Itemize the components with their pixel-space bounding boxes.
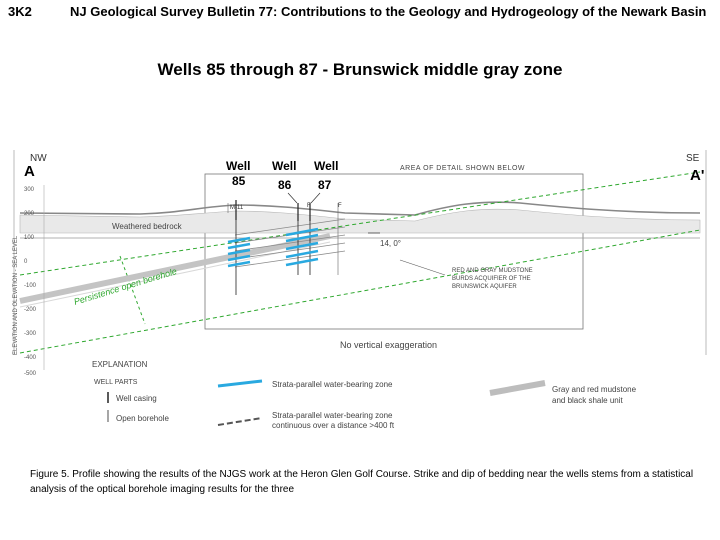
legend-gray-unit-label: Gray and red mudstone [552,385,637,394]
well-85-word: Well [226,159,250,173]
persistence-line-lower [19,229,701,354]
well-87-word: Well [314,159,338,173]
gray-unit-band [19,233,331,304]
well-code: F [338,203,342,209]
right-direction: SE [686,153,700,164]
cross-section-figure: NW A SE A' Well 85 Well 86 Well 87 M-11 … [13,150,707,430]
bedding-line [234,218,346,236]
borehole-label: Open borehole [116,414,169,423]
ground-surface [19,201,701,216]
y-tick: -100 [24,283,37,289]
figure-caption: Figure 5. Profile showing the results of… [30,469,694,495]
water-zones-86-87 [285,227,319,267]
weathered-bedrock-band [19,208,701,234]
well-parts-label: WELL PARTS [94,379,138,386]
detail-area-box [204,173,584,330]
y-tick: -300 [24,331,37,337]
dip-label: 14, 0° [380,239,401,248]
exaggeration-note: No vertical exaggeration [340,340,437,350]
leader-line [287,192,298,204]
y-tick: 0 [24,259,28,265]
legend-gray-unit-swatch [489,380,546,396]
well-code: F [307,203,311,209]
bedding-line [234,242,346,260]
well-86-number: 86 [278,178,292,192]
persistence-bracket [119,255,146,325]
well-86-word: Well [272,159,296,173]
y-tick: 300 [24,187,35,193]
unit-leader [399,259,446,276]
legend-continuous-label: continuous over a distance >400 ft [272,421,395,430]
explanation-title: EXPLANATION [92,360,148,369]
well-87-number: 87 [318,178,332,192]
left-direction: NW [30,153,47,164]
persistence-line-upper [19,171,701,276]
legend-continuous-zone-swatch [217,417,263,426]
legend-water-zone-swatch [217,379,263,388]
area-label: AREA OF DETAIL SHOWN BELOW [400,165,525,172]
unit-label-line: BURDS ACQUIFIER OF THE [452,276,531,282]
unit-label-line: RED AND GRAY MUDSTONE [452,268,533,274]
bedding-line [234,250,346,268]
well-code: M-11 [230,205,244,211]
legend-water-zone-label: Strata-parallel water-bearing zone [272,380,393,389]
legend-gray-unit-label: and black shale unit [552,396,623,405]
slide-title: Wells 85 through 87 - Brunswick middle g… [157,60,563,79]
weathered-bedrock-label: Weathered bedrock [112,222,183,231]
y-tick: -200 [24,307,37,313]
y-tick: -500 [24,371,37,377]
y-tick: 200 [24,211,35,217]
y-tick: 100 [24,235,35,241]
water-zones-85 [227,236,251,268]
legend-continuous-label: Strata-parallel water-bearing zone [272,411,393,420]
slide-id: 3K2 [8,4,32,19]
bedding-line [234,234,346,252]
right-section-label: A' [690,167,704,184]
leader-line [310,192,321,204]
header-title: NJ Geological Survey Bulletin 77: Contri… [70,4,707,19]
well-85-number: 85 [232,174,246,188]
y-axis-label: ELEVATION AND OLEVATION - SEA LEVEL [13,235,19,355]
y-tick: -400 [24,355,37,361]
unit-label-line: BRUNSWICK AQUIFER [452,284,517,290]
casing-label: Well casing [116,394,157,403]
left-section-label: A [24,163,35,180]
